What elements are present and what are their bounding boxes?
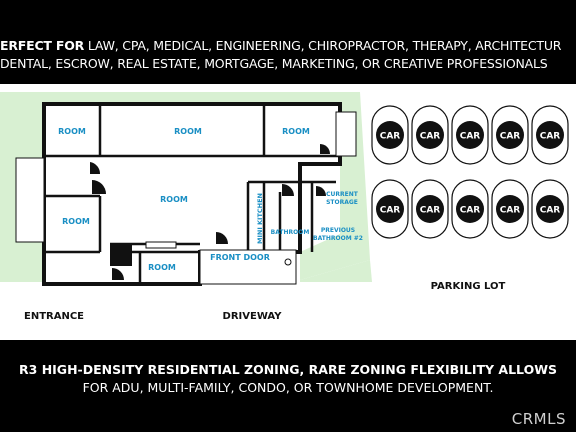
room-label-d: ROOM [160,195,188,204]
room-label-f: ROOM [148,263,176,272]
banner-line-1-rest: LAW, CPA, MEDICAL, ENGINEERING, CHIROPRA… [84,38,562,53]
car-label: CAR [500,206,521,216]
footer-line-1: R3 HIGH-DENSITY RESIDENTIAL ZONING, RARE… [19,362,557,377]
car-icon [416,121,444,149]
mini-kitchen-label: MINI KITCHEN [256,193,264,244]
car-label: CAR [380,206,401,216]
bottom-banner: R3 HIGH-DENSITY RESIDENTIAL ZONING, RARE… [0,340,576,432]
car-icon [416,195,444,223]
room-label-c: ROOM [282,127,310,136]
banner-bold-prefix: ERFECT FOR [0,38,85,53]
car-icon [456,121,484,149]
driveway-label: DRIVEWAY [223,311,283,322]
top-banner: ERFECT FOR LAW, CPA, MEDICAL, ENGINEERIN… [0,0,576,84]
car-icon [536,195,564,223]
parking-lot-label: PARKING LOT [431,281,506,292]
window-right [335,111,357,157]
crmls-watermark: CRMLS [511,410,566,428]
room-label-e: ROOM [62,217,90,226]
room-label-b: ROOM [174,127,202,136]
storage-label-2: STORAGE [326,199,358,206]
grass-bottom-corner [300,260,372,282]
front-door-porch [199,249,297,285]
banner-line-1: ERFECT FOR LAW, CPA, MEDICAL, ENGINEERIN… [0,38,576,53]
car-label: CAR [460,132,481,142]
bathroom-label: BATHROOM [271,229,310,236]
banner-line-2: DENTAL, ESCROW, REAL ESTATE, MORTGAGE, M… [0,56,548,71]
car-label: CAR [500,132,521,142]
footer-line-2: FOR ADU, MULTI-FAMILY, CONDO, OR TOWNHOM… [82,380,494,395]
car-icon [496,195,524,223]
car-label: CAR [460,206,481,216]
prev-bath-label-2: BATHROOM #2 [313,235,363,242]
car-label: CAR [420,132,441,142]
plan-background [0,84,576,340]
stair-block [110,244,132,266]
car-icon [456,195,484,223]
car-label: CAR [380,132,401,142]
window-left [15,157,45,243]
prev-bath-label-1: PREVIOUS [321,227,355,234]
car-label: CAR [540,132,561,142]
car-icon [376,195,404,223]
door-knob [284,258,292,266]
car-icon [536,121,564,149]
room-label-a: ROOM [58,127,86,136]
door-step [145,241,177,249]
entrance-label: ENTRANCE [24,311,84,322]
car-icon [376,121,404,149]
car-label: CAR [420,206,441,216]
storage-label-1: CURRENT [326,191,359,198]
parking-spaces: CAR CAR CAR CAR CAR CAR CAR CAR CAR CAR [371,105,569,239]
floor-plan: ROOM ROOM ROOM ROOM ROOM ROOM MINI KITCH… [0,84,576,340]
car-icon [496,121,524,149]
door-swings [90,144,330,280]
car-label: CAR [540,206,561,216]
front-door-label: FRONT DOOR [210,253,270,262]
